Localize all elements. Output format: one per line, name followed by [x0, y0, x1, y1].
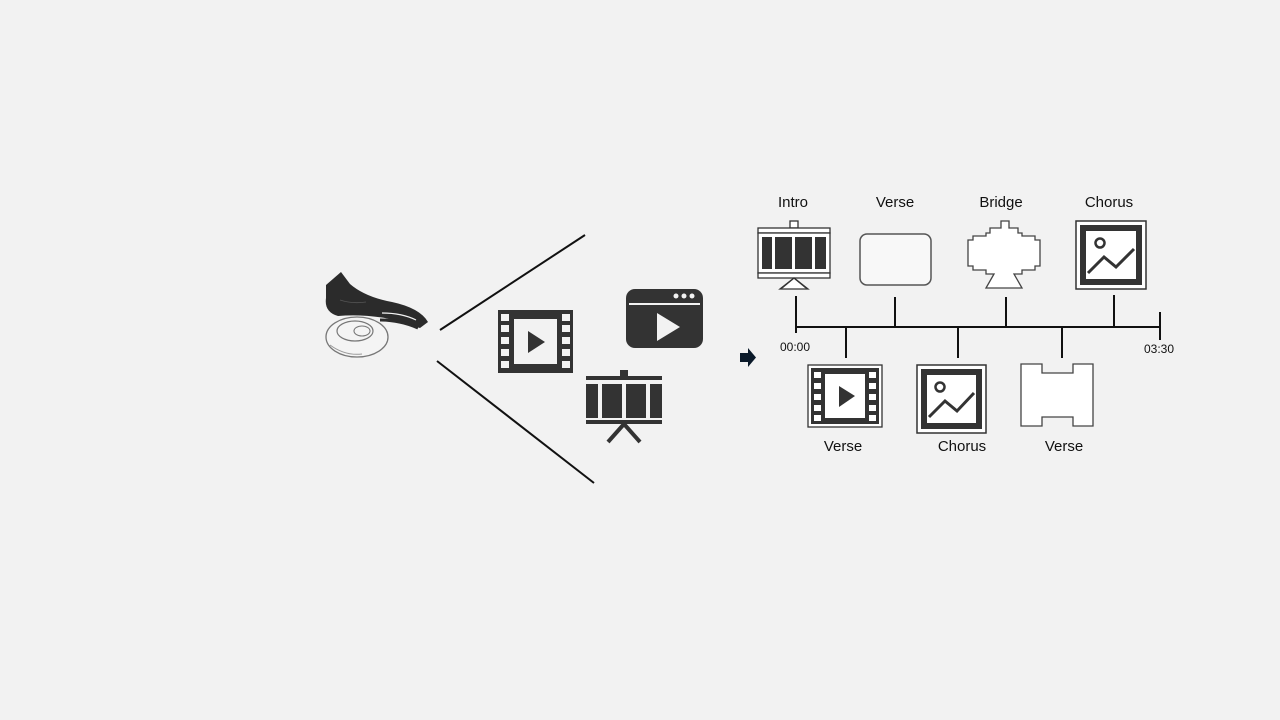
segment-label: Intro [778, 194, 808, 211]
timeline-top-segment-bridge: Bridge [967, 194, 1041, 289]
timeline-bottom-segment-chorus: Chorus [916, 364, 987, 455]
segment-label: Verse [1045, 438, 1083, 455]
film-strip-outline-icon [1020, 363, 1094, 427]
timeline-bottom-segment-verse-1: Verse [807, 364, 883, 455]
segment-label: Bridge [979, 194, 1022, 211]
fan-line-lower [436, 360, 595, 484]
video-player-window-icon [626, 289, 703, 348]
timeline-start-label: 00:00 [780, 340, 810, 354]
right-arrow-icon [740, 348, 756, 367]
segment-label: Chorus [938, 438, 986, 455]
image-frame-icon [1075, 220, 1147, 290]
film-strip-play-icon [498, 310, 573, 373]
segment-label: Chorus [1085, 194, 1133, 211]
image-frame-icon [916, 364, 987, 434]
fan-line-upper [439, 234, 586, 331]
timeline-top-segment-intro: Intro [757, 194, 831, 290]
projector-outline-icon [967, 220, 1041, 289]
segment-label: Verse [824, 438, 862, 455]
hand-on-mouse-icon [325, 272, 428, 358]
blank-rounded-panel [859, 233, 932, 286]
projector-screen-icon [757, 220, 831, 290]
timeline: 00:00 03:30 [780, 295, 1174, 358]
film-strip-play-icon [807, 364, 883, 428]
timeline-top-segment-verse: Verse [859, 194, 932, 286]
projector-screen-icon [586, 370, 662, 444]
timeline-bottom-segment-verse-2: Verse [1020, 363, 1094, 455]
timeline-end-label: 03:30 [1144, 342, 1174, 356]
timeline-top-segment-chorus: Chorus [1075, 194, 1147, 290]
segment-label: Verse [876, 194, 914, 211]
